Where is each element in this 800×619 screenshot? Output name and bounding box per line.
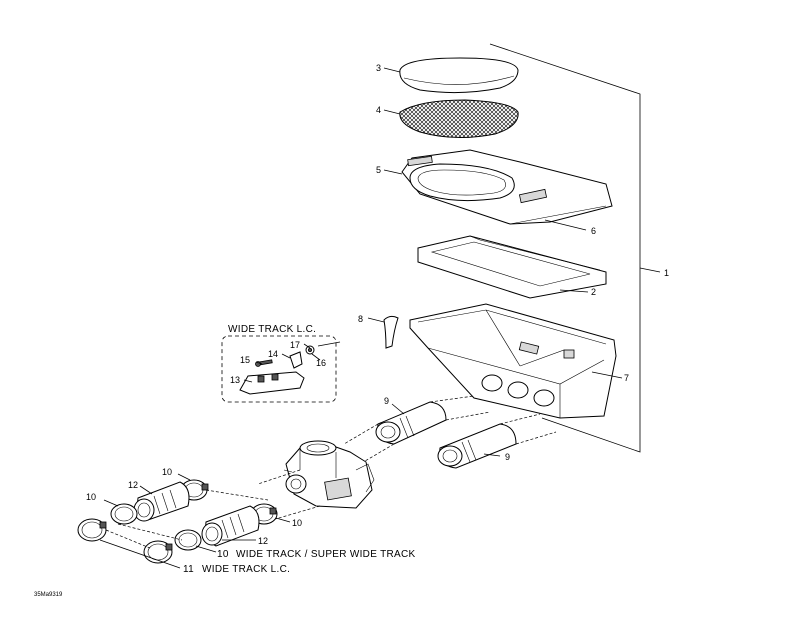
callout-10-top: 10 bbox=[162, 467, 172, 477]
callout-4: 4 bbox=[376, 105, 381, 115]
callout-2: 2 bbox=[591, 287, 596, 297]
part-3-cover-pad bbox=[383, 57, 519, 94]
part-8-clip bbox=[367, 315, 399, 349]
callout-9-lower: 9 bbox=[505, 452, 510, 462]
inset-title: WIDE TRACK L.C. bbox=[228, 324, 316, 335]
callout-10-right: 10 bbox=[292, 518, 302, 528]
callout-1: 1 bbox=[664, 268, 669, 278]
assembly-bracket bbox=[489, 43, 661, 453]
callout-16: 16 bbox=[316, 358, 326, 368]
callout-8: 8 bbox=[358, 314, 363, 324]
legend-line-2-number: 11 bbox=[183, 564, 194, 575]
drawing-code: 35Ma9319 bbox=[34, 592, 63, 598]
callout-labels: 1 2 3 4 5 6 7 8 9 9 10 10 10 12 12 13 14… bbox=[86, 63, 669, 546]
callout-7: 7 bbox=[624, 373, 629, 383]
carburetor bbox=[257, 440, 375, 521]
callout-10-left: 10 bbox=[86, 492, 96, 502]
callout-5: 5 bbox=[376, 165, 381, 175]
part-2-plate bbox=[417, 235, 607, 299]
callout-12-lower: 12 bbox=[258, 536, 268, 546]
legend-line-1-number: 10 bbox=[217, 549, 229, 560]
callout-14: 14 bbox=[268, 349, 278, 359]
part-9-intake-boots bbox=[343, 395, 557, 469]
part-5-6-top-housing bbox=[383, 149, 613, 231]
inset-wide-track-lc bbox=[221, 335, 341, 403]
callout-6: 6 bbox=[591, 226, 596, 236]
callout-17: 17 bbox=[290, 340, 300, 350]
clamps-and-sleeves bbox=[77, 473, 291, 569]
part-4-filter-screen bbox=[383, 99, 519, 139]
callout-9-upper: 9 bbox=[384, 396, 389, 406]
callout-15: 15 bbox=[240, 355, 250, 365]
callout-12-upper: 12 bbox=[128, 480, 138, 490]
part-7-air-box bbox=[409, 303, 623, 419]
callout-13: 13 bbox=[230, 375, 240, 385]
legend-line-1-text: WIDE TRACK / SUPER WIDE TRACK bbox=[236, 549, 415, 560]
callout-3: 3 bbox=[376, 63, 381, 73]
legend-line-2-text: WIDE TRACK L.C. bbox=[202, 564, 290, 575]
legend: 10 WIDE TRACK / SUPER WIDE TRACK 11 WIDE… bbox=[183, 549, 415, 575]
